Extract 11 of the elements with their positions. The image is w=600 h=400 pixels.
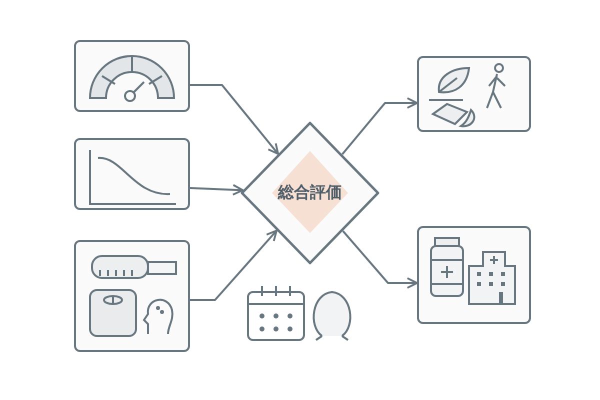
icon-panel: [417, 56, 531, 132]
arrow: [190, 230, 278, 301]
arrow: [190, 84, 280, 155]
arrow: [342, 97, 418, 155]
arrow: [342, 230, 418, 289]
arrow: [190, 184, 244, 196]
diamond-label: 総合評価: [276, 182, 343, 204]
icon-panel: [74, 138, 190, 210]
icon-panel: [74, 40, 190, 112]
icon-panel: [74, 240, 190, 352]
icon-panel: [417, 226, 531, 324]
